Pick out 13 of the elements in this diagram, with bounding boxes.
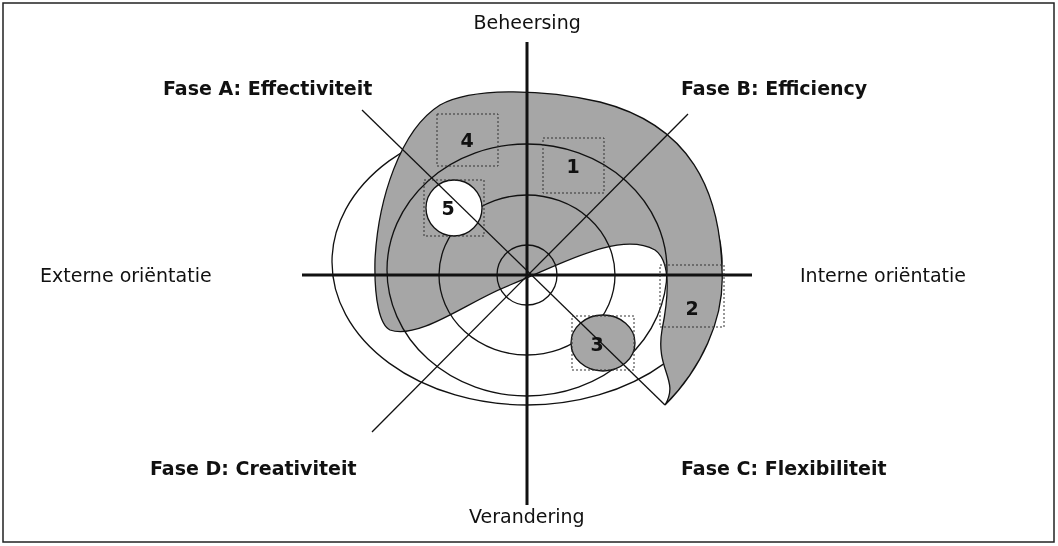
callout-number: 3 xyxy=(590,333,604,355)
callout-number: 5 xyxy=(441,197,455,219)
phase-label: Fase A: Effectiviteit xyxy=(163,77,373,99)
callout-number: 1 xyxy=(566,155,580,177)
phase-label: Fase B: Efficiency xyxy=(681,77,868,99)
callout-number: 2 xyxy=(685,297,699,319)
phase-label: Fase C: Flexibiliteit xyxy=(681,457,887,479)
axis-label: Verandering xyxy=(469,505,585,527)
axis-label: Beheersing xyxy=(473,11,581,33)
axis-label: Interne oriëntatie xyxy=(800,264,966,286)
phase-label: Fase D: Creativiteit xyxy=(150,457,357,479)
callout-number: 4 xyxy=(460,129,474,151)
axis-label: Externe oriëntatie xyxy=(40,264,212,286)
